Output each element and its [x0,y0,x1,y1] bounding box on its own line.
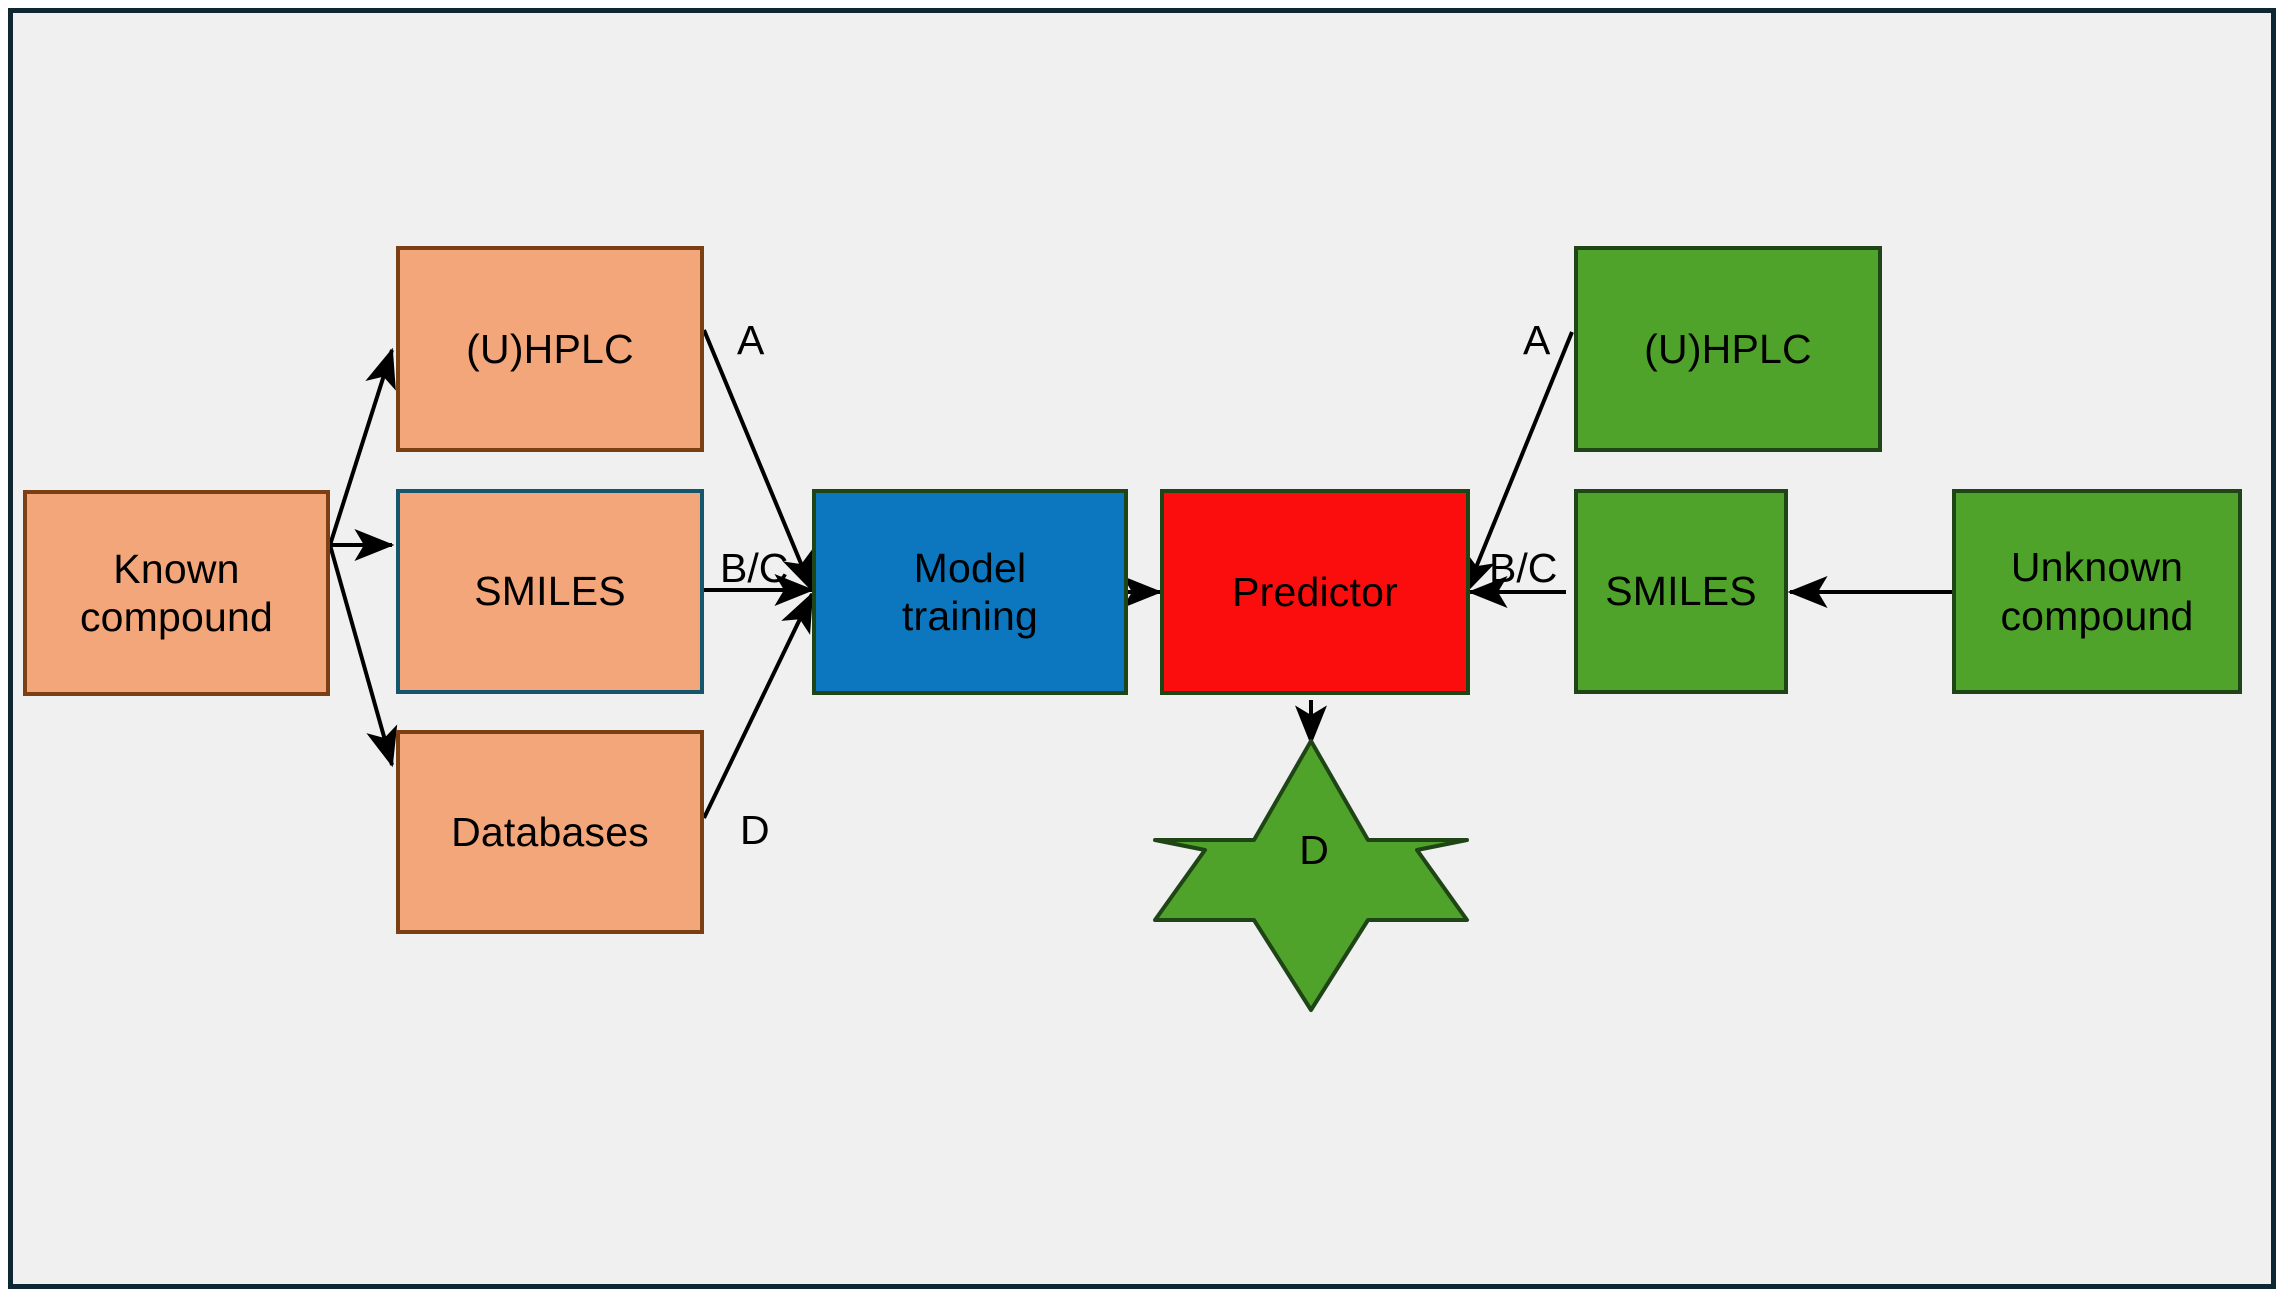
node-unknown-compound[interactable]: Unknown compound [1952,489,2242,694]
edge-label-left-bc: B/C [720,548,788,589]
edge-label-right-a-text: A [1523,317,1551,363]
node-unknown-smiles-label: SMILES [1605,568,1757,615]
node-known-compound-label: Known compound [79,545,274,640]
output-star-label-wrap: D [1294,830,1334,871]
node-known-databases[interactable]: Databases [396,730,704,934]
node-known-uhplc[interactable]: (U)HPLC [396,246,704,452]
node-known-smiles[interactable]: SMILES [396,489,704,694]
edge-label-left-d: D [740,810,770,851]
node-known-uhplc-label: (U)HPLC [466,325,634,372]
node-known-databases-label: Databases [451,808,649,855]
node-unknown-smiles[interactable]: SMILES [1574,489,1788,694]
node-model-training[interactable]: Model training [812,489,1128,695]
diagram-frame [8,8,2276,1289]
node-known-compound[interactable]: Known compound [23,490,330,696]
node-predictor-label: Predictor [1232,568,1398,615]
node-known-smiles-label: SMILES [474,568,626,615]
edge-label-right-bc: B/C [1489,548,1557,589]
node-unknown-uhplc-label: (U)HPLC [1644,325,1812,372]
node-unknown-compound-label: Unknown compound [2000,544,2194,639]
edge-label-right-a: A [1523,320,1550,361]
node-model-training-label: Model training [901,544,1039,639]
node-unknown-uhplc[interactable]: (U)HPLC [1574,246,1882,452]
edge-label-left-d-text: D [740,807,770,853]
edge-label-left-a-text: A [737,317,765,363]
output-star-label: D [1299,827,1329,873]
edge-label-right-bc-text: B/C [1489,545,1558,591]
edge-label-left-bc-text: B/C [720,545,789,591]
node-predictor[interactable]: Predictor [1160,489,1470,695]
edge-label-left-a: A [737,320,764,361]
